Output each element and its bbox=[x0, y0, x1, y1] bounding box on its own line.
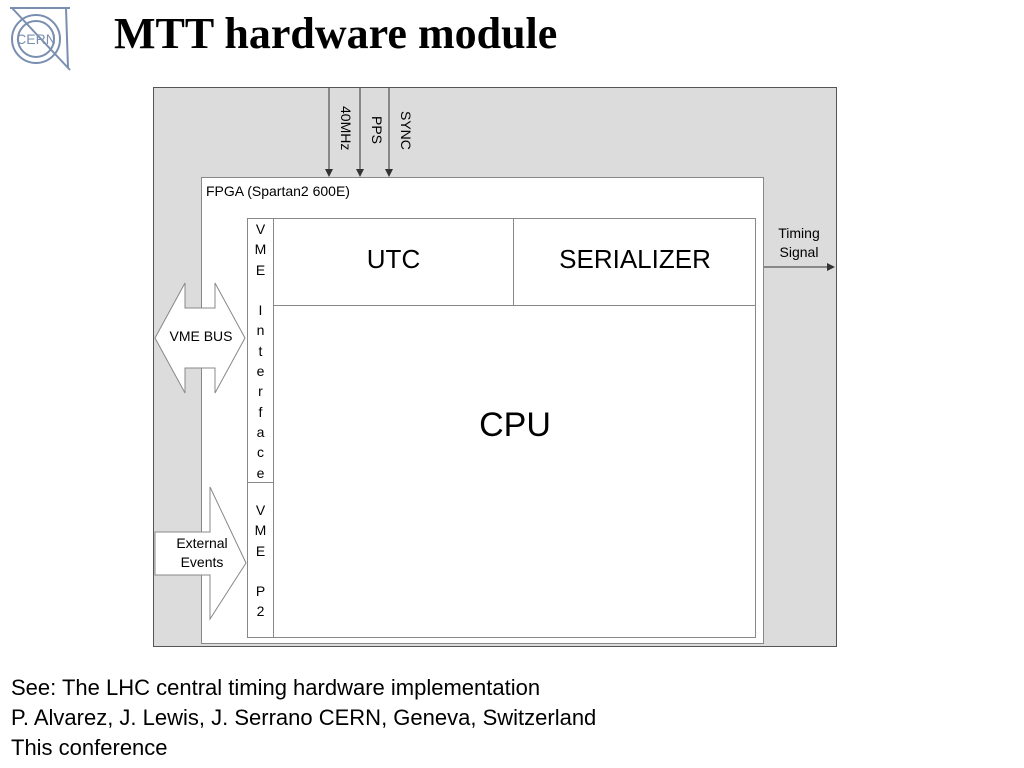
utc-serializer-divider bbox=[513, 218, 514, 305]
timing-signal-label: Timing Signal bbox=[778, 225, 820, 260]
signal-40mhz-label: 40MHz bbox=[338, 106, 354, 151]
signal-pps-label: PPS bbox=[369, 116, 385, 145]
footer-line-2: P. Alvarez, J. Lewis, J. Serrano CERN, G… bbox=[11, 705, 597, 730]
fpga-label: FPGA (Spartan2 600E) bbox=[206, 183, 350, 199]
vme-bus-label: VME BUS bbox=[169, 328, 233, 344]
vme-column bbox=[247, 218, 274, 638]
external-events-label: External Events bbox=[176, 535, 228, 570]
inner-logic-box bbox=[247, 218, 756, 638]
external-events-arrow bbox=[154, 486, 247, 621]
utc-serializer-bottom-line bbox=[274, 305, 756, 306]
slide-title: MTT hardware module bbox=[114, 9, 558, 58]
footer-line-3: This conference bbox=[11, 735, 168, 760]
footer-line-1: See: The LHC central timing hardware imp… bbox=[11, 675, 541, 700]
signal-sync-label: SYNC bbox=[398, 111, 414, 150]
serializer-block: SERIALIZER bbox=[559, 244, 711, 274]
vme-interface-label: V M E I n t e r f a c e bbox=[254, 221, 267, 481]
vme-bus-double-arrow bbox=[154, 282, 246, 394]
vme-column-separator bbox=[247, 482, 274, 483]
input-arrows bbox=[325, 88, 835, 271]
reference-footer: See: The LHC central timing hardware imp… bbox=[11, 673, 596, 763]
svg-text:CERN: CERN bbox=[16, 31, 56, 47]
cern-logo: CERN bbox=[10, 7, 71, 71]
cpu-block: CPU bbox=[479, 406, 551, 444]
utc-block: UTC bbox=[366, 244, 421, 274]
vme-p2-label: V M E P 2 bbox=[254, 502, 267, 620]
